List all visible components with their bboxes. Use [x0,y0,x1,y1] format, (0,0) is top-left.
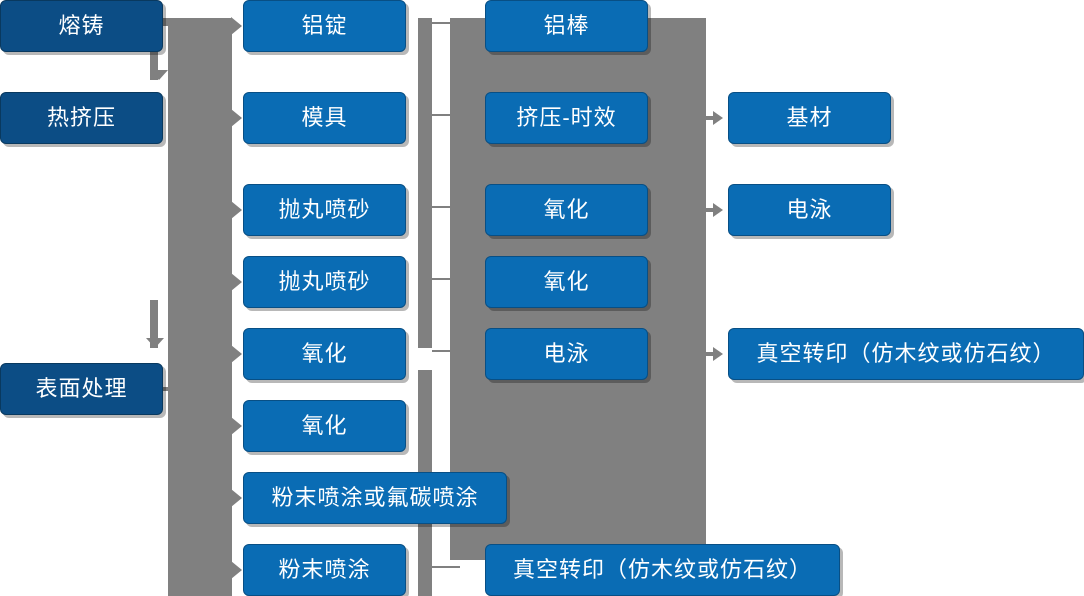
connector-arrow-to-shot-blast-1 [231,201,242,219]
connector-mid-tick-5 [432,350,460,352]
connector-arrow-to-shot-blast-2 [231,273,242,291]
output-box-vacuum-transfer[interactable]: 真空转印（仿木纹或仿石纹） [728,328,1084,380]
subprocess-box-electrophoresis[interactable]: 电泳 [485,328,648,380]
stage-box-surface-treatment[interactable]: 表面处理 [0,363,163,415]
operation-box-oxidation-1[interactable]: 氧化 [243,328,406,380]
connector-arrow-to-powder-coating [231,561,242,579]
stage-box-melting-casting[interactable]: 熔铸 [0,0,163,52]
connector-mid-tick-2 [432,114,460,116]
connector-mid-vertical-bar [418,18,432,348]
connector-arrow-to-electrophoresis [713,203,723,217]
output-box-electrophoresis[interactable]: 电泳 [728,184,891,236]
connector-arrow-to-oxidation-1 [231,345,242,363]
connector-arrow-to-aluminum-ingot [231,17,242,35]
connector-stem-to-electrophoresis [703,208,715,212]
subprocess-box-aluminum-bar[interactable]: 铝棒 [485,0,648,52]
connector-mid-tick-3 [432,206,460,208]
subprocess-box-oxidation-2[interactable]: 氧化 [485,256,648,308]
connector-arrow-to-oxidation-2 [231,417,242,435]
subprocess-box-oxidation-1[interactable]: 氧化 [485,184,648,236]
operation-box-mold[interactable]: 模具 [243,92,406,144]
connector-left-arrowhead-surface [146,338,164,348]
connector-arrow-to-substrate [713,111,723,125]
connector-arrow-to-powder-or-pvdf [231,489,242,507]
stage-box-hot-extrusion[interactable]: 热挤压 [0,92,163,144]
connector-mid-tick-1 [432,22,460,24]
connector-arrow-to-mold [231,109,242,127]
connector-arrow-to-vacuum-transfer [713,347,723,361]
subprocess-box-extrusion-aging[interactable]: 挤压-时效 [485,92,648,144]
subprocess-box-vacuum-transfer[interactable]: 真空转印（仿木纹或仿石纹） [485,544,840,596]
connector-left-bracket-main [168,18,232,596]
operation-box-powder-or-pvdf-coating[interactable]: 粉末喷涂或氟碳喷涂 [243,472,507,524]
connector-mid-tick-6 [432,566,460,568]
operation-box-aluminum-ingot[interactable]: 铝锭 [243,0,406,52]
operation-box-shot-blast-2[interactable]: 抛丸喷砂 [243,256,406,308]
operation-box-oxidation-2[interactable]: 氧化 [243,400,406,452]
connector-left-bracket-drop-surface [150,300,158,348]
connector-left-bracket-stub-surface [163,387,183,391]
operation-box-shot-blast-1[interactable]: 抛丸喷砂 [243,184,406,236]
connector-mid-tick-4 [432,278,460,280]
operation-box-powder-coating[interactable]: 粉末喷涂 [243,544,406,596]
connector-stem-to-vacuum-transfer [703,352,715,356]
connector-left-arrowhead-hot-extrusion [150,70,168,80]
connector-stem-to-substrate [703,116,715,120]
output-box-substrate[interactable]: 基材 [728,92,891,144]
